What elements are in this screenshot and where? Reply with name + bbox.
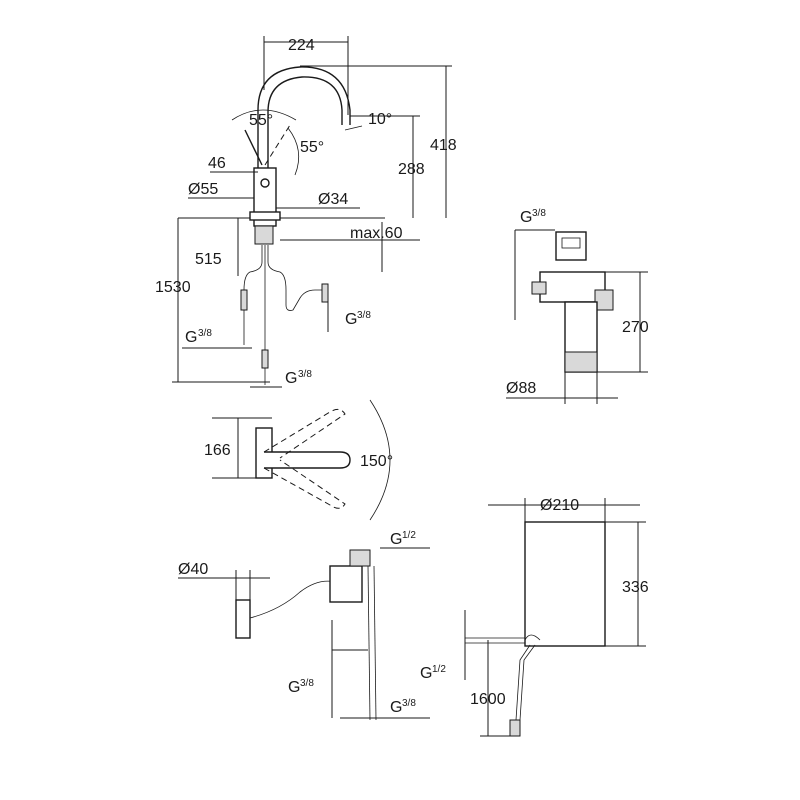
hose-fitting-center [261, 349, 269, 369]
faucet-spout-inner [267, 76, 343, 170]
rotation-arc [369, 399, 391, 521]
chiller-cable-1 [515, 644, 531, 721]
filter-outlet [594, 289, 614, 311]
dim-d34-label: Ø34 [318, 191, 348, 208]
chiller-unit: Ø210 336 G 1/2 1600 [420, 497, 649, 737]
angle-55-side-label: 55° [300, 139, 324, 156]
dim-max60-label: max.60 [350, 225, 403, 242]
faucet-base [249, 211, 281, 221]
kit-hose [249, 580, 337, 619]
g38-bottom-label: G [285, 370, 297, 387]
hose-right [267, 245, 325, 311]
top-view-spout [264, 451, 351, 469]
chiller-body [524, 521, 606, 647]
chiller-plug [509, 719, 521, 737]
filter-cartridge-base [564, 351, 598, 373]
kit-g38-left-label: G [288, 679, 300, 696]
angle-10-leader [344, 125, 363, 131]
chiller-d210-label: Ø210 [540, 497, 579, 514]
hose-fitting-left [240, 289, 248, 311]
kit-d40-label: Ø40 [178, 561, 208, 578]
kit-g12-fraction: 1/2 [402, 530, 416, 541]
g38-left-fraction: 3/8 [198, 328, 212, 339]
mounting-shank [254, 225, 274, 245]
chiller-outlet [524, 634, 541, 641]
filter-unit: G 3/8 270 Ø88 [506, 208, 649, 404]
chiller-336-label: 336 [622, 579, 649, 596]
filter-g38-label: G [520, 209, 532, 226]
kit-tee [235, 599, 251, 639]
g38-left-label: G [185, 329, 197, 346]
angle-arc-side [287, 127, 300, 176]
filter-head [539, 271, 606, 303]
handle-lever-alt [264, 124, 291, 166]
chiller-g12-fraction: 1/2 [432, 664, 446, 675]
filter-display [555, 231, 587, 261]
dim-515-label: 515 [195, 251, 222, 268]
faucet-top-view: 166 150° [204, 399, 393, 521]
dim-418-label: 418 [430, 137, 457, 154]
g38-right-label: G [345, 311, 357, 328]
faucet-indicator [260, 178, 270, 188]
kit-g38-right-label: G [390, 699, 402, 716]
install-kit: Ø40 G 1/2 G 3/8 G 3/8 [178, 530, 430, 721]
chiller-g12-label: G [420, 665, 432, 682]
hose-fitting-right [321, 283, 329, 303]
kit-g38-left-fraction: 3/8 [300, 678, 314, 689]
handle-lever [244, 129, 263, 166]
dim-46-label: 46 [208, 155, 226, 172]
dim-288-label: 288 [398, 161, 425, 178]
filter-g38-fraction: 3/8 [532, 208, 546, 219]
kit-g38-right-fraction: 3/8 [402, 698, 416, 709]
angle-10-label: 10° [368, 111, 392, 128]
filter-270-label: 270 [622, 319, 649, 336]
g38-bottom-fraction: 3/8 [298, 369, 312, 380]
top-166-label: 166 [204, 442, 231, 459]
top-view-spout-alt-up [263, 408, 346, 459]
filter-inlet [531, 281, 547, 295]
kit-g12-label: G [390, 531, 402, 548]
chiller-cable-2 [519, 644, 536, 721]
top-view-spout-alt-down [263, 459, 346, 509]
kit-pipe-1 [367, 565, 371, 721]
kit-pipe-2 [373, 565, 377, 721]
angle-arc-top [231, 109, 297, 121]
g38-right-fraction: 3/8 [357, 310, 371, 321]
dim-d55-label: Ø55 [188, 181, 218, 198]
top-150-label: 150° [360, 453, 393, 470]
hose-left [243, 245, 263, 345]
angle-55-top-label: 55° [249, 112, 273, 129]
dim-1530-label: 1530 [155, 279, 191, 296]
faucet-side-view: 224 55° 55° 10° 288 418 46 Ø55 Ø34 max.6… [155, 36, 457, 388]
kit-connector [349, 549, 371, 567]
dim-224-label: 224 [288, 37, 315, 54]
chiller-1600-label: 1600 [470, 691, 506, 708]
filter-display-screen [561, 237, 581, 249]
filter-d88-label: Ø88 [506, 380, 536, 397]
kit-valve [329, 565, 363, 603]
